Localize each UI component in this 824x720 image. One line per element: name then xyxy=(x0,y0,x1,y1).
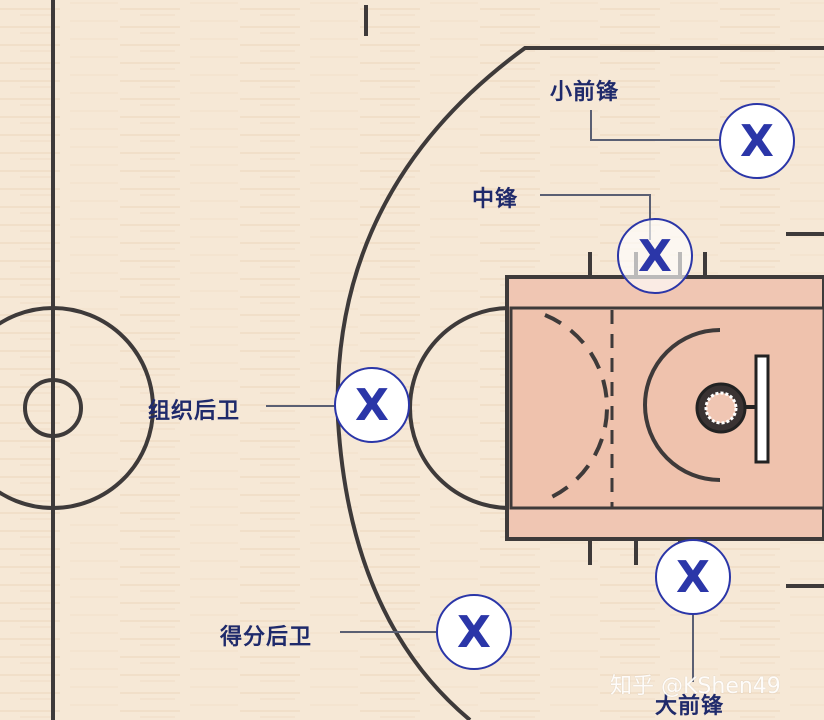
basket-net xyxy=(704,391,738,425)
player-marker-center: X xyxy=(617,218,693,294)
player-marker-power-forward: X xyxy=(655,539,731,615)
label-point-guard: 组织后卫 xyxy=(148,399,241,424)
marker-x: X xyxy=(457,607,491,658)
label-small-forward: 小前锋 xyxy=(550,80,620,105)
free-throw-arc xyxy=(408,306,511,510)
marker-x: X xyxy=(740,116,774,167)
player-marker-point-guard: X xyxy=(334,367,410,443)
player-marker-small-forward: X xyxy=(719,103,795,179)
backboard xyxy=(754,354,770,464)
center-inner-circle xyxy=(23,378,83,438)
free-throw-dashed-arc xyxy=(544,313,609,502)
player-marker-shooting-guard: X xyxy=(436,594,512,670)
watermark-text: 知乎 @KShen49 xyxy=(610,674,781,699)
label-power-forward: 大前锋 xyxy=(655,694,725,719)
label-shooting-guard: 得分后卫 xyxy=(220,625,313,650)
marker-x: X xyxy=(676,552,710,603)
center-circle xyxy=(0,306,155,510)
paint-inner xyxy=(509,306,824,510)
marker-x: X xyxy=(355,380,389,431)
restricted-area-arc xyxy=(643,328,721,482)
marker-x: X xyxy=(638,231,672,282)
label-center: 中锋 xyxy=(472,187,519,212)
